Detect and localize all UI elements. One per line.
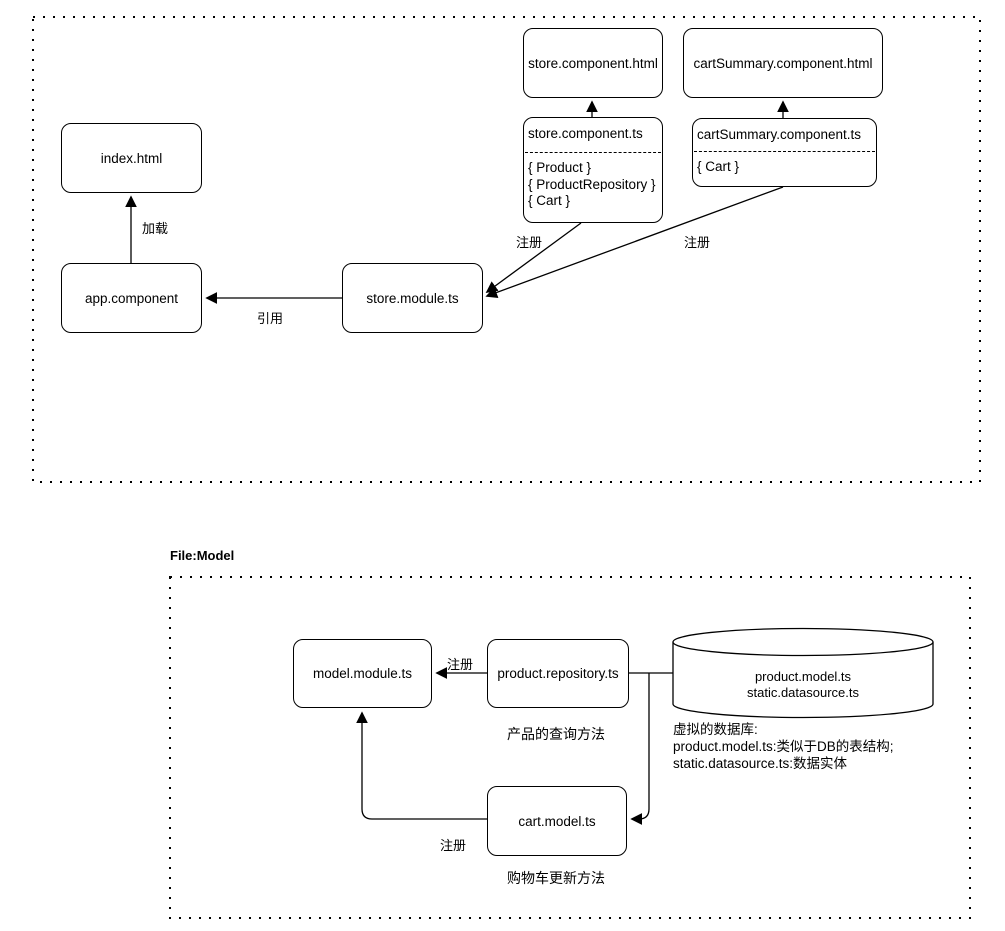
node-cart-summary-component-html: cartSummary.component.html — [683, 28, 883, 98]
edge-label-register-store: 注册 — [516, 235, 543, 250]
node-model-module-ts: model.module.ts — [293, 639, 432, 708]
node-label: store.module.ts — [366, 290, 459, 306]
database-note-line: 虚拟的数据库: — [673, 722, 758, 737]
import-item: { Cart } — [528, 193, 571, 208]
edge-label-register-repository: 注册 — [447, 657, 474, 672]
edge-label-register-cart-summary: 注册 — [684, 235, 711, 250]
database-note-line: static.datasource.ts:数据实体 — [673, 756, 848, 771]
database-label-line: product.model.ts — [754, 669, 852, 684]
node-title: store.component.ts — [528, 126, 643, 141]
node-cart-model-ts: cart.model.ts — [487, 786, 627, 856]
node-label: product.repository.ts — [497, 666, 619, 681]
model-section-heading: File:Model — [170, 548, 235, 563]
top-group-border — [32, 16, 981, 483]
edge-label-register-cart: 注册 — [440, 838, 467, 853]
database-note: 虚拟的数据库: product.model.ts:类似于DB的表结构; stat… — [673, 721, 894, 772]
node-product-repository-ts: product.repository.ts — [487, 639, 629, 708]
node-label: store.component.html — [528, 55, 658, 71]
node-label: app.component — [84, 290, 179, 306]
node-label: cart.model.ts — [518, 813, 596, 829]
database-label: product.model.ts static.datasource.ts — [673, 669, 933, 701]
database-cylinder — [672, 627, 934, 719]
edge-label-load: 加载 — [142, 221, 169, 236]
divider — [694, 151, 875, 152]
edge-cartmodel-to-modelmodule — [356, 711, 487, 820]
node-store-module-ts: store.module.ts — [342, 263, 483, 333]
imports-list: { Product } { ProductRepository } { Cart… — [528, 160, 660, 210]
database-label-line: static.datasource.ts — [747, 685, 859, 700]
node-index-html: index.html — [61, 123, 202, 193]
edge-storecomponentts-to-storemodule — [485, 222, 582, 293]
divider — [525, 152, 661, 153]
caption-product-query: 产品的查询方法 — [507, 726, 605, 742]
edge-cartsummaryts-to-storemodule — [485, 186, 784, 299]
node-store-component-ts: store.component.ts { Product } { Product… — [523, 117, 663, 223]
import-item: { Product } — [528, 160, 592, 175]
imports-list: { Cart } — [697, 159, 874, 176]
import-item: { ProductRepository } — [528, 176, 656, 192]
edge-database-to-cartmodel — [630, 673, 650, 825]
import-item: { Cart } — [697, 159, 740, 174]
node-label: model.module.ts — [312, 666, 413, 681]
node-store-component-html: store.component.html — [523, 28, 663, 98]
database-note-line: product.model.ts:类似于DB的表结构; — [673, 739, 894, 754]
caption-cart-update: 购物车更新方法 — [507, 870, 605, 886]
node-app-component: app.component — [61, 263, 202, 333]
model-group-border — [169, 576, 971, 919]
node-label: index.html — [100, 150, 163, 166]
node-cart-summary-component-ts: cartSummary.component.ts { Cart } — [692, 118, 877, 187]
node-title: cartSummary.component.ts — [697, 127, 862, 142]
edge-label-reference: 引用 — [257, 311, 284, 326]
node-label: cartSummary.component.html — [693, 55, 873, 71]
